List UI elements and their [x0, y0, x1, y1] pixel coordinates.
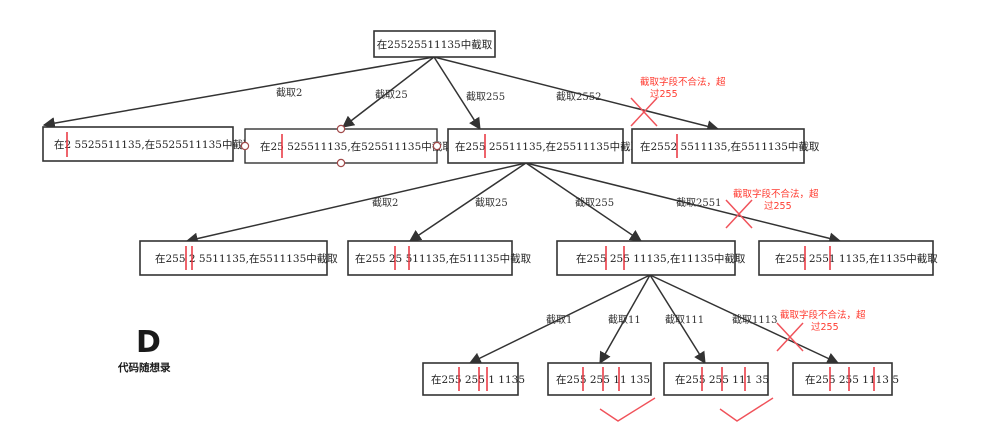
valid-checks [599, 397, 774, 422]
invalid-note: 过255 [764, 200, 792, 212]
edge-l2-3 [525, 162, 642, 242]
edge-label: 截取11 [608, 313, 641, 326]
resize-handle [336, 124, 346, 134]
invalid-note: 截取字段不合法，超 [640, 76, 726, 88]
resize-handle [240, 141, 250, 151]
edge-l3-1 [468, 274, 651, 364]
edge-label: 截取1 [546, 313, 572, 326]
level3-box [663, 362, 769, 396]
edge-root-3 [433, 56, 481, 131]
edge-l2-2 [409, 162, 527, 242]
level1-label: 在25 525511135,在525511135中截取 [260, 140, 453, 153]
root-label: 在25525511135中截取 [377, 38, 493, 51]
edge-l2-1 [185, 162, 527, 245]
level1-label: 在2552 5511135,在5511135中截取 [640, 140, 820, 153]
level2-label: 在255 25 511135,在511135中截取 [355, 252, 532, 265]
level1-box [447, 128, 624, 164]
level2-box [556, 240, 736, 276]
level2-box [347, 240, 513, 276]
edge-l2-4 [525, 162, 842, 245]
edge-label: 截取111 [665, 313, 704, 326]
invalid-note: 过255 [811, 321, 839, 333]
edge-label: 截取255 [466, 90, 505, 103]
invalid-note: 截取字段不合法，超 [780, 309, 866, 321]
edge-label: 截取2 [372, 196, 398, 209]
edge-l3-4 [649, 274, 840, 364]
level1-box [631, 128, 805, 164]
level3-box [547, 362, 652, 396]
root-node: 在25525511135中截取 [373, 30, 496, 58]
level2-label: 在255 2551 1135,在1135中截取 [775, 252, 938, 265]
edge-label: 截取2 [276, 86, 302, 99]
check-mark-icon [719, 397, 774, 422]
logo-text: 代码随想录 [117, 361, 171, 374]
edges [42, 56, 842, 365]
edge-root-4 [433, 56, 720, 133]
cross-mark-icon [725, 199, 753, 229]
resize-handle [336, 158, 346, 168]
level2-nodes: 在255 2 5511135,在5511135中截取 在255 25 51113… [139, 240, 938, 276]
logo-mark: D [136, 325, 161, 360]
level2-label: 在255 2 5511135,在5511135中截取 [155, 252, 338, 265]
level2-box [139, 240, 328, 276]
edge-l3-2 [599, 274, 651, 365]
root-box [373, 30, 496, 58]
level3-nodes: 在255 255 1 1135 在255 255 11 135 在255 255… [422, 362, 899, 396]
logo: D 代码随想录 [117, 325, 171, 374]
level3-label: 在255 255 1 1135 [431, 374, 525, 386]
invalid-note: 截取字段不合法，超 [733, 188, 819, 200]
level2-box [758, 240, 934, 276]
level2-label: 在255 255 11135,在11135中截取 [576, 252, 746, 265]
edge-label: 截取25 [375, 88, 408, 101]
cross-mark-icon [776, 322, 804, 352]
level1-nodes: 在2 5525511135,在5525511135中截取 在25 5255111… [42, 124, 820, 168]
edge-labels: 截取2 截取25 截取255 截取2552 截取2 截取25 截取255 截取2… [276, 86, 777, 326]
invalid-note: 过255 [650, 88, 678, 100]
level1-label: 在255 25511135,在25511135中截取 [455, 140, 642, 153]
edge-l3-3 [649, 274, 706, 365]
edge-label: 截取2552 [556, 90, 601, 103]
check-mark-icon [599, 397, 656, 422]
edge-label: 截取2551 [676, 196, 721, 209]
level1-box [42, 126, 234, 162]
edge-label: 截取25 [475, 196, 508, 209]
edge-root-2 [342, 56, 435, 128]
level3-label: 在255 255 1113 5 [805, 374, 899, 386]
resize-handle [432, 141, 442, 151]
cross-mark-icon [630, 97, 658, 127]
level3-box [792, 362, 893, 396]
edge-label: 截取255 [575, 196, 614, 209]
invalid-annotations: 截取字段不合法，超 过255 截取字段不合法，超 过255 截取字段不合法，超 … [630, 76, 866, 352]
level1-label: 在2 5525511135,在5525511135中截取 [54, 138, 254, 151]
edge-root-1 [42, 56, 435, 130]
level3-box [422, 362, 519, 396]
edge-label: 截取1113 [732, 313, 777, 326]
